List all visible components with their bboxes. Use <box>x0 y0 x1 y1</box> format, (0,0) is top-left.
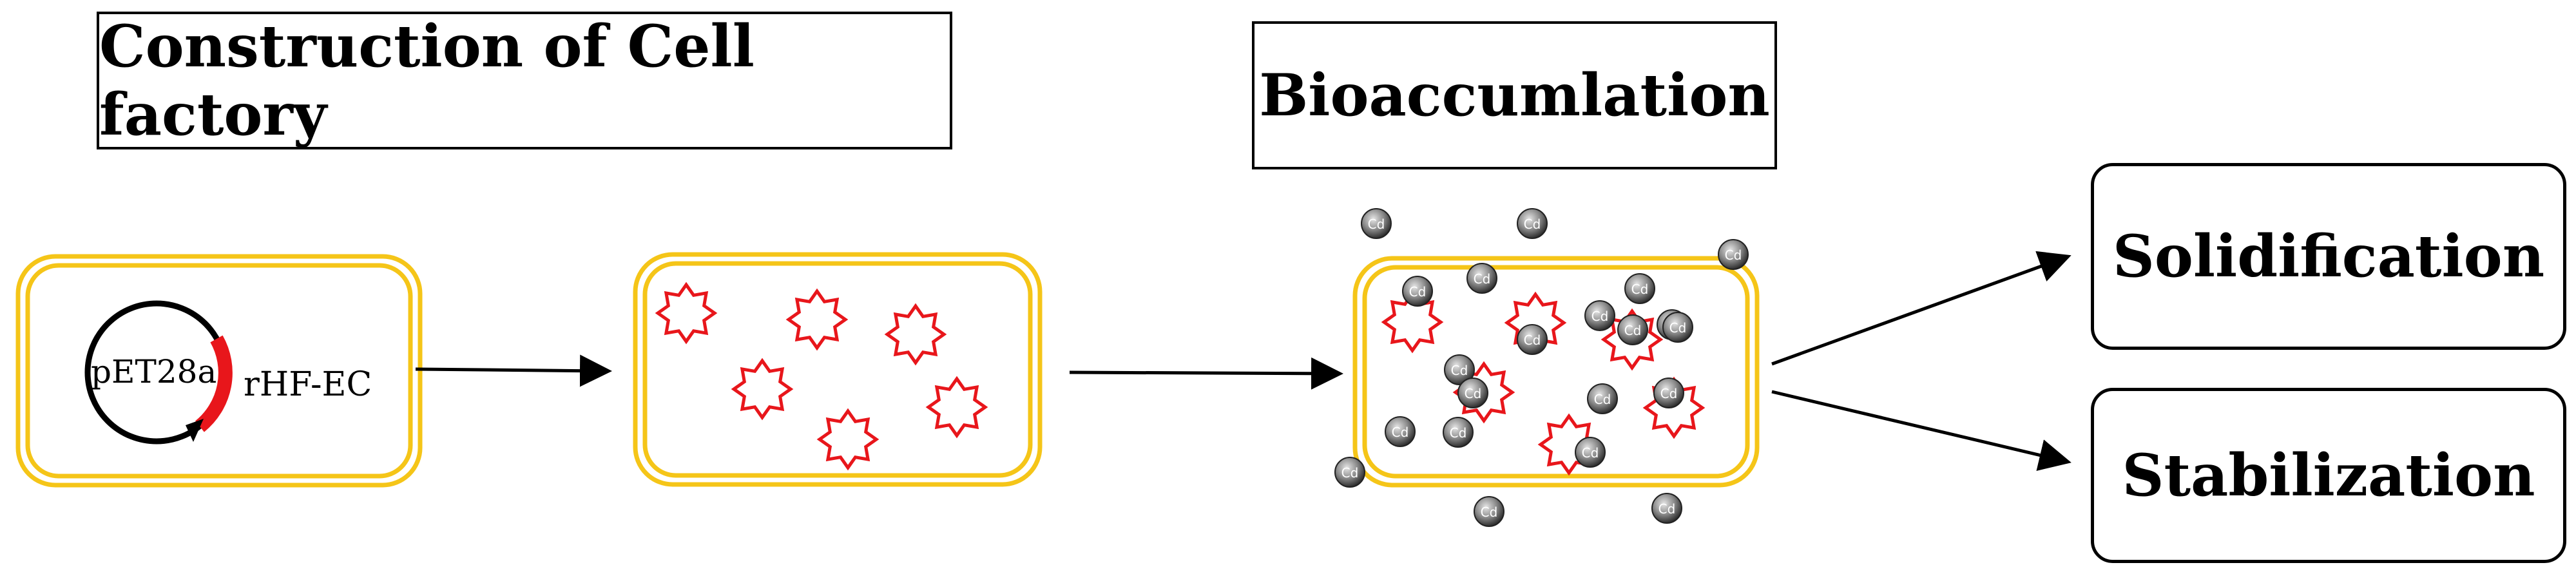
cd-ion-label: Cd <box>1631 282 1649 297</box>
cd-ion-label: Cd <box>1594 392 1611 407</box>
protein-star <box>1600 308 1664 371</box>
arrow-cell1-to-cell2 <box>415 354 612 387</box>
cell-3 <box>1352 256 1760 488</box>
plasmid: pET28a rHF-EC <box>84 300 372 445</box>
cd-ion-label: Cd <box>1591 309 1609 324</box>
construction-title-box: Construction of Cell factory <box>97 12 952 149</box>
protein-star <box>925 376 988 439</box>
cd-ion-label: Cd <box>1660 386 1678 401</box>
cd-ion-label: Cd <box>1582 445 1599 461</box>
cd-ion: Cd <box>1444 354 1475 385</box>
cd-ion-label: Cd <box>1392 425 1409 440</box>
protein-star <box>884 303 947 366</box>
cd-ion: Cd <box>1517 208 1548 239</box>
cd-ion-label: Cd <box>1658 501 1676 517</box>
gene-segment <box>195 335 233 432</box>
cd-ion-label: Cd <box>1368 216 1385 232</box>
cd-ion: Cd <box>1443 417 1474 448</box>
cd-ion: Cd <box>1385 416 1416 447</box>
plasmid-name: pET28a <box>91 353 216 390</box>
solidification-label: Solidification <box>2112 222 2545 291</box>
cell-2 <box>633 252 1043 487</box>
gene-name: rHF-EC <box>244 365 372 404</box>
arrow-to-solidification <box>1771 251 2071 366</box>
stabilization-box: Stabilization <box>2091 388 2566 563</box>
cd-ion-label: Cd <box>1524 216 1541 232</box>
cd-ion-label: Cd <box>1669 320 1687 336</box>
cd-ion: Cd <box>1517 324 1548 355</box>
cd-ion-label: Cd <box>1450 425 1467 441</box>
cd-ion-label: Cd <box>1465 386 1482 401</box>
cd-ion-label: Cd <box>1725 247 1742 263</box>
protein-star <box>1537 413 1600 476</box>
bioaccumulation-title: Bioaccumlation <box>1259 61 1770 129</box>
solidification-box: Solidification <box>2091 163 2566 350</box>
cd-ion: Cd <box>1466 263 1497 294</box>
protein-star <box>731 358 794 421</box>
cd-ion: Cd <box>1718 239 1749 270</box>
cd-ion-label: Cd <box>1474 271 1491 287</box>
cd-ion: Cd <box>1584 300 1615 331</box>
cd-ion: Cd <box>1457 378 1488 408</box>
construction-title: Construction of Cell factory <box>99 12 755 149</box>
protein-star <box>785 288 849 351</box>
cd-ion: Cd <box>1651 493 1682 524</box>
stabilization-label: Stabilization <box>2122 441 2535 510</box>
bioaccumulation-title-box: Bioaccumlation <box>1252 21 1777 169</box>
cd-ion: Cd <box>1617 314 1648 345</box>
cd-ion-label: Cd <box>1524 332 1541 348</box>
protein-star <box>1381 291 1444 354</box>
cd-ion: Cd <box>1587 383 1618 414</box>
cd-ion: Cd <box>1402 276 1433 307</box>
gene-arrow-tip <box>186 419 204 442</box>
cd-ion-label: Cd <box>1481 504 1498 520</box>
protein-star <box>816 408 879 471</box>
cd-ion: Cd <box>1334 457 1365 488</box>
cd-ion: Cd <box>1361 208 1392 239</box>
cd-ion: Cd <box>1474 496 1504 527</box>
cd-ion: Cd <box>1624 273 1655 304</box>
cd-ion-label: Cd <box>1409 284 1427 300</box>
proteins-cell-2 <box>655 282 988 471</box>
cd-ion: Cd <box>1575 437 1606 468</box>
cd-ion-label: Cd <box>1341 465 1359 481</box>
proteins-cell-3 <box>1381 291 1706 476</box>
arrow-cell2-to-cell3 <box>1069 357 1343 390</box>
arrow-to-stabilization <box>1771 390 2071 471</box>
cd-ion-label: Cd <box>1624 323 1642 338</box>
cd-ion-label: Cd <box>1451 363 1468 378</box>
protein-star <box>655 282 718 345</box>
cd-ion: Cd <box>1653 378 1684 408</box>
cd-ion: Cd <box>1662 312 1693 343</box>
